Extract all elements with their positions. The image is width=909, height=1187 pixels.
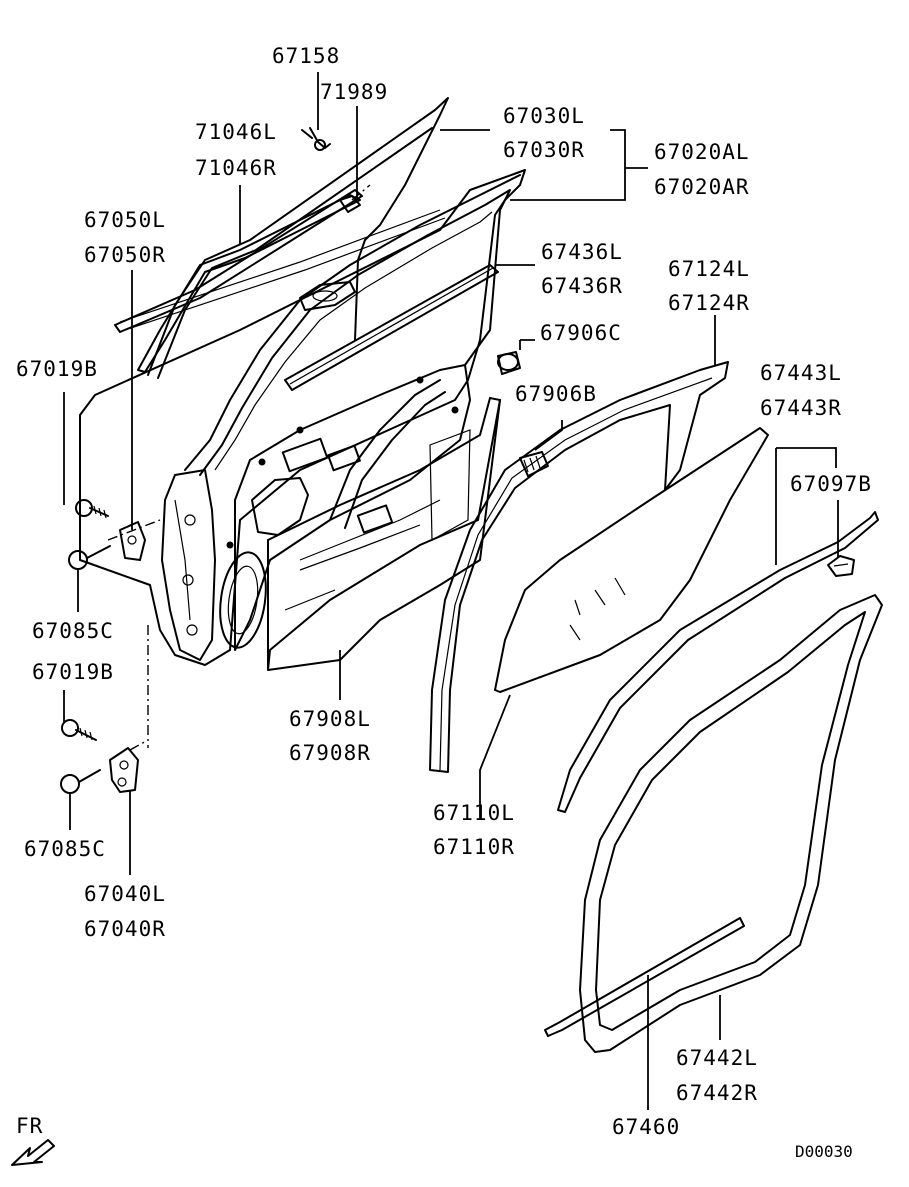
label-67019B-bottom: 67019B	[32, 660, 114, 684]
label-67085C-top: 67085C	[32, 619, 114, 643]
label-71046R: 71046R	[195, 156, 277, 180]
label-67442L: 67442L	[676, 1046, 758, 1070]
label-67040R: 67040R	[84, 917, 166, 941]
part-labels: 67158 71989 71046L 71046R 67030L 67030R …	[16, 44, 872, 1161]
label-67443L: 67443L	[760, 361, 842, 385]
diagram-code: D00030	[795, 1142, 853, 1161]
door-weatherstrip-67442	[579, 594, 883, 1053]
lower-bolt	[61, 719, 97, 741]
weatherstrip-67436	[284, 264, 499, 391]
upper-hinge	[119, 521, 146, 561]
front-marker: FR	[16, 1114, 43, 1138]
glass-run-channel	[147, 97, 449, 379]
label-67908R: 67908R	[289, 741, 371, 765]
label-67443R: 67443R	[760, 396, 842, 420]
strip-67460	[544, 917, 745, 1037]
label-67124L: 67124L	[668, 257, 750, 281]
label-67906B: 67906B	[515, 382, 597, 406]
label-67906C: 67906C	[540, 321, 622, 345]
label-67085C-bottom: 67085C	[24, 837, 106, 861]
label-71989: 71989	[320, 80, 388, 104]
label-67030R: 67030R	[503, 138, 585, 162]
door-glass-67110	[494, 427, 769, 693]
label-67436L: 67436L	[541, 240, 623, 264]
label-67124R: 67124R	[668, 291, 750, 315]
sash-channel-67124	[429, 361, 729, 773]
label-67020AL: 67020AL	[654, 140, 750, 164]
upper-bolt	[75, 499, 109, 519]
label-67460: 67460	[612, 1115, 680, 1139]
label-67158: 67158	[272, 44, 340, 68]
plug-67906B	[519, 451, 549, 477]
label-67442R: 67442R	[676, 1081, 758, 1105]
hinge-centerline	[107, 519, 161, 751]
label-67908L: 67908L	[289, 707, 371, 731]
label-67050L: 67050L	[84, 208, 166, 232]
upper-screw	[68, 545, 111, 570]
clip-67158	[301, 127, 331, 151]
label-67040L: 67040L	[84, 882, 166, 906]
lower-hinge	[109, 747, 139, 793]
lower-screw	[60, 769, 101, 794]
label-67110L: 67110L	[433, 801, 515, 825]
label-67020AR: 67020AR	[654, 175, 750, 199]
label-67110R: 67110R	[433, 835, 515, 859]
door-trim-sheet	[267, 396, 502, 671]
label-67030L: 67030L	[503, 104, 585, 128]
label-67097B: 67097B	[790, 472, 872, 496]
front-arrow-icon	[11, 1139, 55, 1166]
retainer-71989	[339, 184, 371, 213]
leader-lines	[63, 72, 839, 1110]
label-67436R: 67436R	[541, 274, 623, 298]
weatherstrip-67443	[557, 511, 879, 813]
label-71046L: 71046L	[195, 120, 277, 144]
door-shell	[79, 169, 526, 666]
label-67050R: 67050R	[84, 243, 166, 267]
clip-67097B	[827, 555, 855, 577]
plug-67906C	[497, 351, 521, 375]
label-67019B-top: 67019B	[16, 357, 98, 381]
